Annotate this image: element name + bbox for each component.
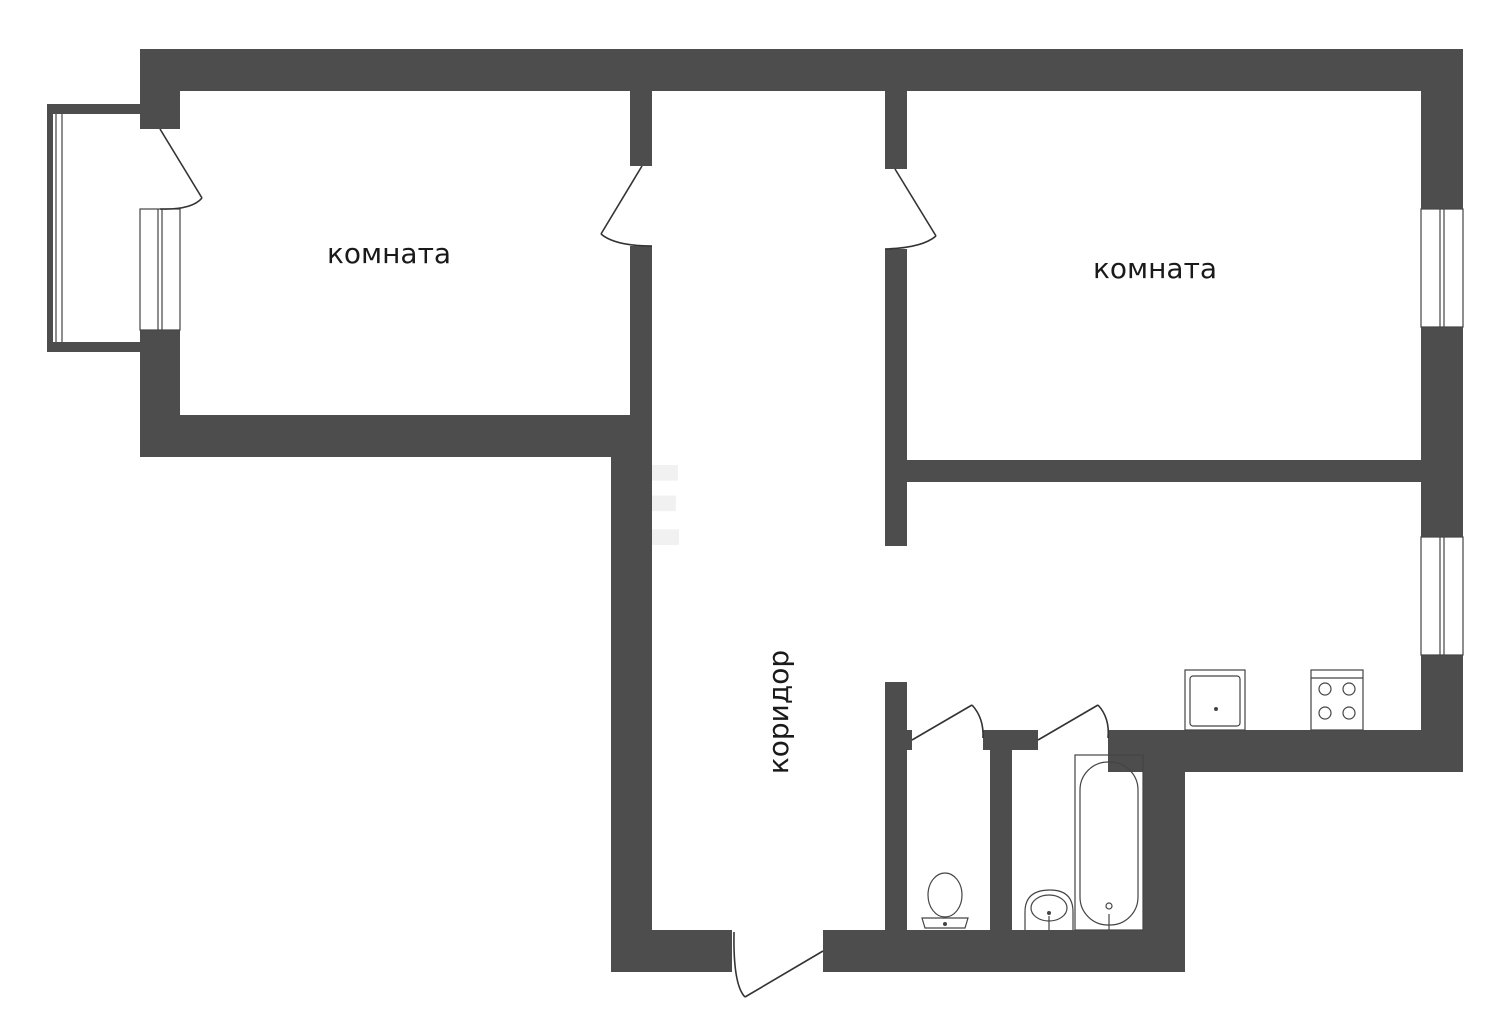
- room-label-right: комната: [1093, 252, 1217, 285]
- room-label-left: комната: [327, 237, 451, 270]
- balcony: [47, 104, 140, 352]
- washbasin-icon: [1024, 889, 1074, 930]
- corridor-label: коридор: [762, 650, 795, 774]
- kitchen-sink-icon: [1184, 669, 1246, 731]
- stove-icon: [1310, 669, 1364, 731]
- windows: [139, 208, 1464, 656]
- doors: [159, 128, 1110, 998]
- toilet-icon: [921, 872, 969, 929]
- walls: [140, 49, 1463, 972]
- bathtub-icon: [1074, 754, 1144, 931]
